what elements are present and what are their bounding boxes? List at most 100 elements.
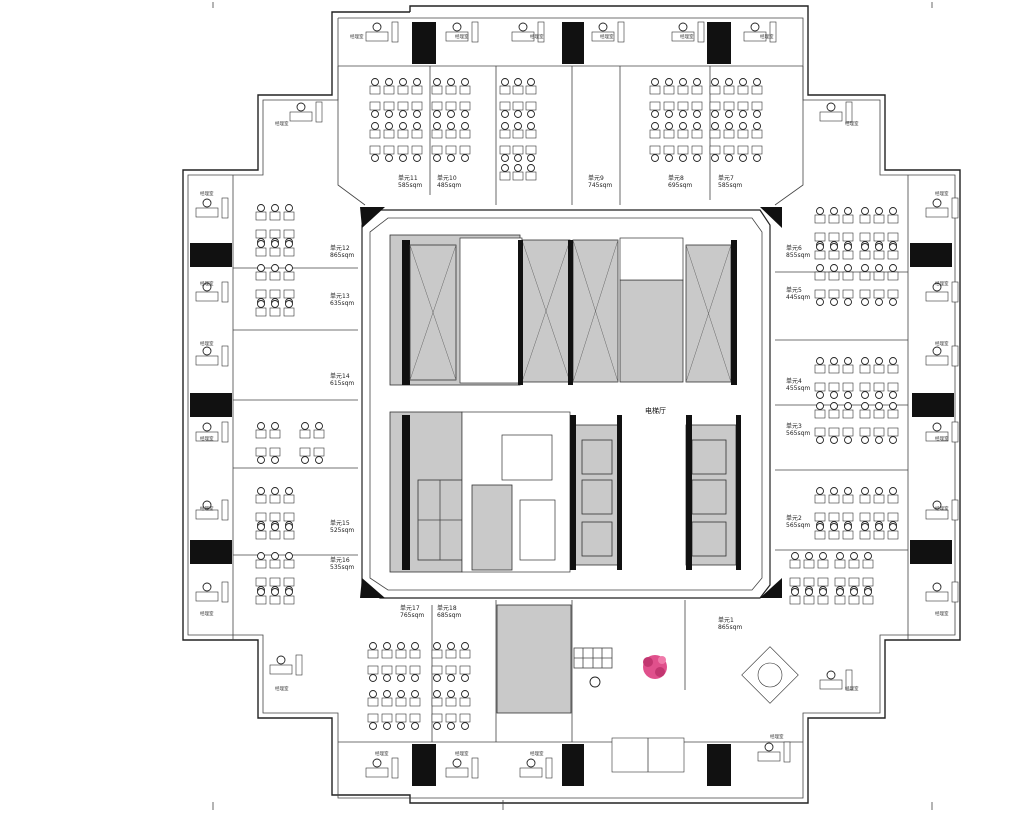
chair: [514, 122, 522, 130]
unit-area-u15: 525sqm: [330, 527, 354, 534]
desk: [649, 129, 661, 139]
desk: [873, 250, 885, 260]
desk: [313, 447, 325, 457]
office-chair: [202, 582, 212, 592]
chair: [433, 674, 441, 682]
chair: [816, 436, 824, 444]
desk: [459, 101, 471, 111]
desk: [649, 85, 661, 95]
unit-area-u8: 695sqm: [668, 182, 692, 189]
desk: [814, 530, 826, 540]
desk: [397, 85, 409, 95]
chair: [711, 78, 719, 86]
desk: [873, 512, 885, 522]
chair: [816, 264, 824, 272]
desk: [499, 171, 511, 181]
desk: [283, 559, 295, 569]
chair: [371, 122, 379, 130]
chair: [830, 298, 838, 306]
chair: [411, 642, 419, 650]
desk: [409, 665, 421, 675]
desk: [859, 530, 871, 540]
office-desk: [445, 767, 469, 778]
desk: [411, 145, 423, 155]
desk: [814, 382, 826, 392]
chair: [830, 436, 838, 444]
unit-name-u18: 单元18: [437, 604, 457, 612]
desk: [255, 307, 267, 317]
office-chair: [932, 582, 942, 592]
desk: [255, 595, 267, 605]
desk: [873, 409, 885, 419]
desk: [817, 559, 829, 569]
desk: [381, 697, 393, 707]
unit-name-u1: 单元1: [718, 616, 734, 624]
chair: [447, 722, 455, 730]
chair: [693, 78, 701, 86]
unit-area-u11: 585sqm: [398, 182, 422, 189]
chair: [693, 122, 701, 130]
side-cabinet: [783, 741, 791, 763]
chair: [257, 588, 265, 596]
office-label: 经理室: [530, 33, 544, 40]
chair: [501, 164, 509, 172]
unit-area-u13: 635sqm: [330, 300, 354, 307]
chair: [836, 588, 844, 596]
chair: [413, 154, 421, 162]
office-chair: [518, 22, 528, 32]
desk: [283, 512, 295, 522]
chair: [889, 391, 897, 399]
partition-grid: [573, 647, 613, 688]
desk: [369, 129, 381, 139]
desk: [723, 101, 735, 111]
desk: [299, 429, 311, 439]
desk: [859, 494, 871, 504]
chair: [875, 391, 883, 399]
office-chair: [932, 346, 942, 356]
chair: [830, 391, 838, 399]
chair: [383, 722, 391, 730]
desk: [834, 559, 846, 569]
plant-icon: [643, 655, 667, 679]
desk: [887, 494, 899, 504]
desk: [887, 382, 899, 392]
office-chair: [750, 22, 760, 32]
desk: [887, 214, 899, 224]
chair: [679, 154, 687, 162]
office-chair: [452, 22, 462, 32]
office-desk: [925, 291, 949, 302]
chair: [875, 298, 883, 306]
desk: [369, 101, 381, 111]
unit-area-u18: 685sqm: [437, 612, 461, 619]
office-label: 经理室: [935, 505, 949, 512]
desk: [445, 129, 457, 139]
desk: [269, 595, 281, 605]
desk: [411, 101, 423, 111]
desk: [842, 214, 854, 224]
desk: [411, 129, 423, 139]
desk: [887, 232, 899, 242]
desk: [828, 530, 840, 540]
unit-area-u4: 455sqm: [786, 385, 810, 392]
chair: [875, 243, 883, 251]
desk: [283, 494, 295, 504]
desk: [255, 512, 267, 522]
desk: [411, 85, 423, 95]
side-cabinet: [391, 21, 399, 43]
desk: [817, 595, 829, 605]
desk: [751, 85, 763, 95]
chair: [433, 690, 441, 698]
side-cabinet: [221, 281, 229, 303]
desk: [431, 85, 443, 95]
desk: [499, 101, 511, 111]
desk: [873, 382, 885, 392]
desk: [842, 250, 854, 260]
chair: [711, 154, 719, 162]
desk: [459, 145, 471, 155]
chair: [693, 110, 701, 118]
desk: [737, 85, 749, 95]
unit-name-u12: 单元12: [330, 244, 350, 252]
office-label: 经理室: [200, 505, 214, 512]
desk: [283, 530, 295, 540]
chair: [819, 552, 827, 560]
